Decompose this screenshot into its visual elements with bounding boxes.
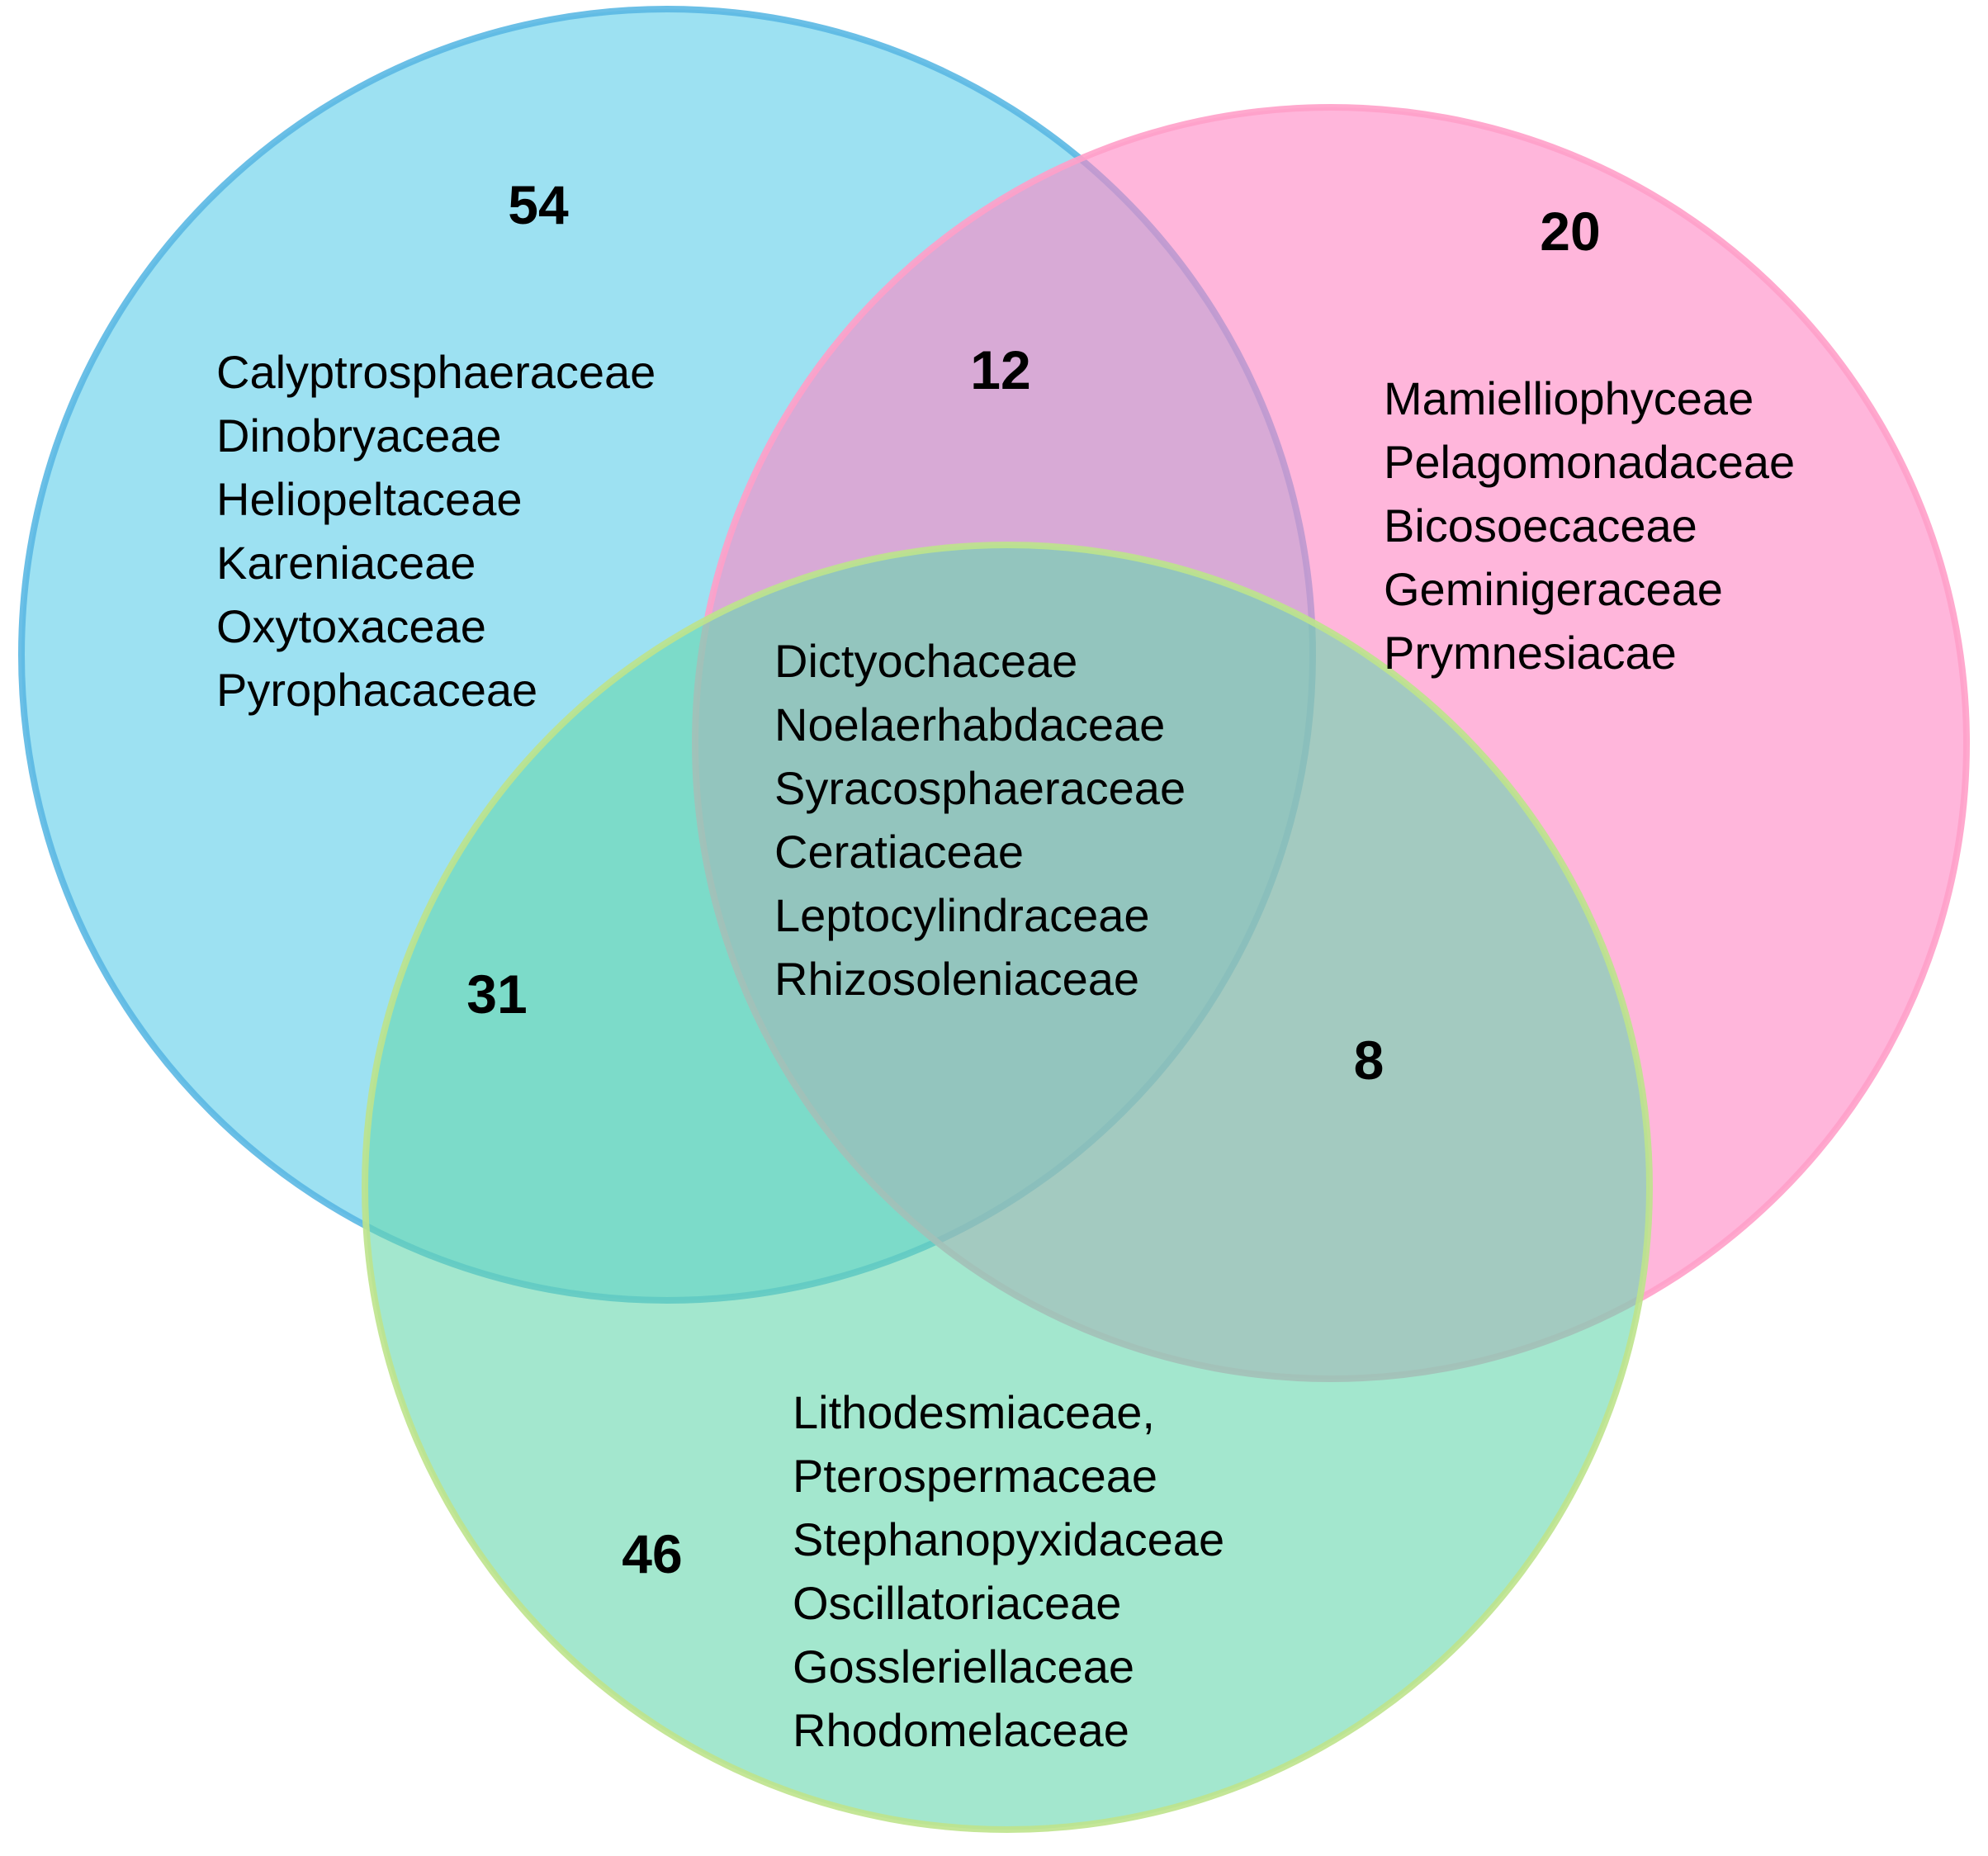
family-label: Prymnesiacae <box>1384 627 1677 679</box>
blue-only-families: Calyptrosphaeraceae Dinobryaceae Heliope… <box>216 340 656 722</box>
all-three-families: Dictyochaceae Noelaerhabdaceae Syracosph… <box>774 629 1186 1011</box>
family-label: Geminigeraceae <box>1384 563 1723 615</box>
family-label: Pterospermaceae <box>793 1450 1158 1502</box>
blue-pink-count: 12 <box>970 339 1031 400</box>
family-label: Oxytoxaceae <box>216 600 486 652</box>
family-label: Ceratiaceae <box>774 826 1024 878</box>
family-label: Syracosphaeraceae <box>774 762 1186 814</box>
family-label: Calyptrosphaeraceae <box>216 346 656 398</box>
family-label: Stephanopyxidaceae <box>793 1513 1225 1565</box>
blue-only-count: 54 <box>508 174 569 235</box>
family-label: Pyrophacaceae <box>216 664 538 716</box>
green-only-families: Lithodesmiaceae, Pterospermaceae Stephan… <box>793 1380 1224 1762</box>
family-label: Rhodomelaceae <box>793 1704 1129 1756</box>
family-label: Noelaerhabdaceae <box>774 698 1166 750</box>
pink-only-count: 20 <box>1540 201 1601 262</box>
pink-only-families: Mamielliophyceae Pelagomonadaceae Bicoso… <box>1384 367 1795 684</box>
family-label: Lithodesmiaceae, <box>793 1386 1155 1438</box>
green-set-circle <box>362 542 1653 1833</box>
pink-green-count: 8 <box>1353 1030 1384 1091</box>
family-label: Heliopeltaceae <box>216 473 523 525</box>
family-label: Oscillatoriaceae <box>793 1577 1122 1629</box>
family-label: Dinobryaceae <box>216 410 502 462</box>
family-label: Dictyochaceae <box>774 635 1078 687</box>
family-label: Kareniaceae <box>216 537 476 589</box>
blue-green-count: 31 <box>466 964 528 1025</box>
family-label: Bicosoecaceae <box>1384 500 1697 552</box>
family-label: Mamielliophyceae <box>1384 372 1754 424</box>
family-label: Rhizosoleniaceae <box>774 953 1140 1005</box>
green-only-count: 46 <box>622 1523 683 1584</box>
family-label: Gossleriellaceae <box>793 1641 1134 1693</box>
family-label: Leptocylindraceae <box>774 889 1150 941</box>
family-label: Pelagomonadaceae <box>1384 436 1796 488</box>
